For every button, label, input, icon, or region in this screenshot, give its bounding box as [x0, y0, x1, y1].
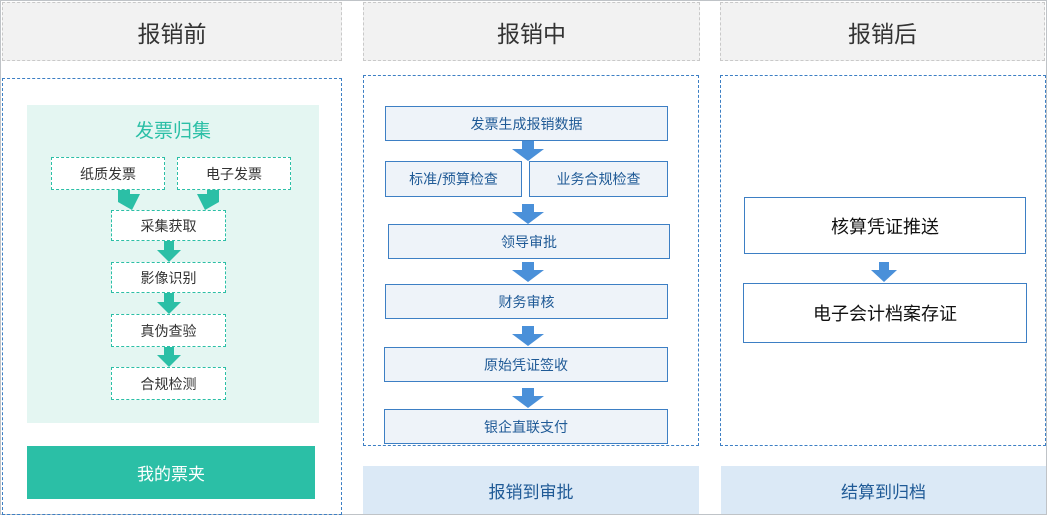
column-header-during: 报销中 — [363, 2, 700, 61]
authenticity-check-step-box: 真伪查验 — [111, 314, 226, 347]
paper-invoice-box: 纸质发票 — [51, 157, 165, 190]
column-after-container — [720, 75, 1046, 446]
reimbursement-to-approval-button[interactable]: 报销到审批 — [363, 466, 699, 514]
business-compliance-check-box: 业务合规检查 — [529, 161, 668, 197]
image-recognition-step-box: 影像识别 — [111, 262, 226, 293]
compliance-check-step-box: 合规检测 — [111, 367, 226, 400]
column-header-after: 报销后 — [720, 2, 1045, 61]
accounting-voucher-push-box: 核算凭证推送 — [744, 197, 1026, 254]
settlement-to-archive-button[interactable]: 结算到归档 — [721, 466, 1046, 514]
arrow-down-icon — [512, 262, 544, 282]
leader-approval-box: 领导审批 — [388, 224, 670, 259]
column-header-before: 报销前 — [2, 2, 342, 61]
collect-step-box: 采集获取 — [111, 210, 226, 241]
arrow-down-icon — [512, 326, 544, 346]
financial-review-box: 财务审核 — [385, 284, 668, 319]
arrow-down-icon — [157, 241, 181, 262]
invoice-collection-title: 发票归集 — [134, 120, 211, 142]
arrow-down-icon — [871, 262, 897, 282]
electronic-invoice-box: 电子发票 — [177, 157, 291, 190]
budget-check-box: 标准/预算检查 — [385, 161, 522, 197]
arrow-down-right-icon — [118, 190, 140, 210]
original-voucher-receipt-box: 原始凭证签收 — [384, 347, 668, 382]
bank-direct-payment-box: 银企直联支付 — [384, 409, 668, 444]
electronic-archive-storage-box: 电子会计档案存证 — [743, 283, 1027, 343]
generate-reimbursement-data-box: 发票生成报销数据 — [385, 106, 668, 141]
arrow-down-icon — [157, 347, 181, 367]
arrow-down-icon — [512, 204, 544, 224]
column-during-container — [363, 75, 699, 446]
arrow-down-icon — [512, 141, 544, 161]
arrow-down-icon — [512, 388, 544, 408]
arrow-down-left-icon — [197, 190, 219, 210]
arrow-down-icon — [157, 293, 181, 314]
my-invoice-folder-button[interactable]: 我的票夹 — [27, 446, 315, 499]
